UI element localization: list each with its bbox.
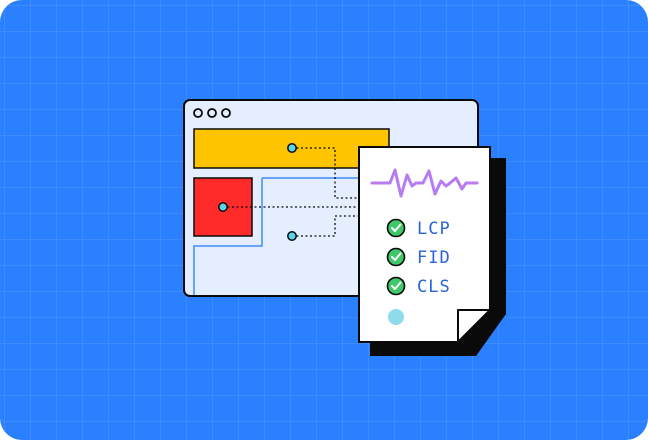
metric-row-fid: FID	[386, 247, 451, 268]
metric-row-cls: CLS	[386, 276, 451, 297]
dot-icon	[221, 108, 231, 118]
metric-label: FID	[417, 248, 451, 268]
node-icon	[218, 202, 228, 212]
layout-outline	[193, 178, 263, 295]
metric-label: LCP	[417, 219, 451, 239]
checkmark-icon	[391, 223, 402, 232]
heartbeat-wave-icon	[370, 168, 479, 198]
dot-icon	[207, 108, 217, 118]
node-icon	[287, 231, 297, 241]
metric-label: CLS	[417, 277, 451, 297]
dot-icon	[193, 108, 203, 118]
check-circle-icon	[386, 276, 406, 296]
page-curl-icon	[457, 309, 491, 343]
node-icon	[287, 143, 297, 153]
checkmark-icon	[391, 281, 402, 290]
check-circle-icon	[386, 218, 406, 238]
pending-dot-icon	[388, 309, 404, 325]
check-circle-icon	[386, 247, 406, 267]
report-card: LCP FID CLS	[358, 146, 506, 356]
checkmark-icon	[391, 252, 402, 261]
metric-list: LCP FID CLS	[386, 218, 451, 297]
metric-row-lcp: LCP	[386, 218, 451, 239]
connector-line	[292, 147, 360, 199]
